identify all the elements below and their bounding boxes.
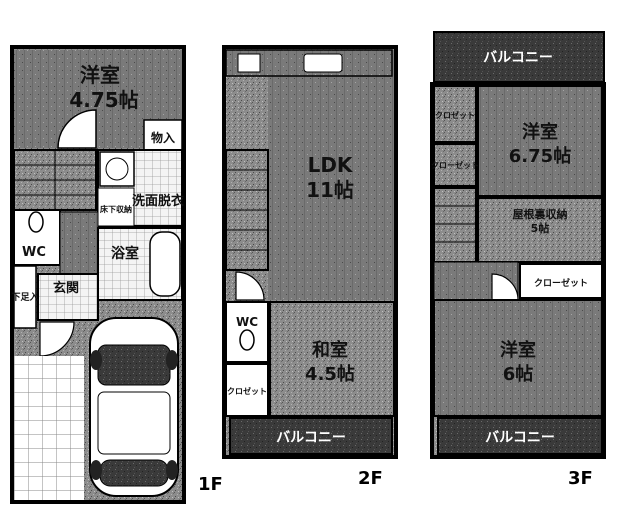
f1-tile-path [14,356,84,500]
f2-wc-label: WC [236,315,258,329]
floor-2f: LDK 11帖 WC クロゼット 和室 4.5帖 バルコニー 2F [222,45,398,489]
f1-entry-door [39,321,75,357]
f1-bath-label: 浴室 [111,245,139,262]
f2-closet-label: クロゼット [227,386,267,396]
f3-stairs [433,187,477,263]
f1-bedroom-door [57,109,97,149]
f3-closet-b [433,143,477,187]
f1-washer [99,151,135,187]
f3-attic-size: 5帖 [531,221,550,235]
f1-storage-label: 物入 [151,130,175,145]
f3-attic [477,197,603,263]
f1-floor-label: 1F [198,474,223,495]
stove-icon [237,53,261,73]
f1-shoe-label: 下足入 [11,292,38,303]
f3-closet-a [433,85,477,143]
f3-attic-name: 屋根裏収納 [513,207,568,221]
f3-balcony-bottom-label: バルコニー [485,430,555,446]
f3-bedroom1-name: 洋室 [522,121,558,143]
f1-underfloor-label: 床下収納 [100,204,132,214]
f3-hall-door [491,273,519,301]
f2-ldk-door [235,271,265,301]
f3-balcony-top [433,31,605,83]
f2-washitsu-size: 4.5帖 [305,363,355,385]
f3-closet-c-label: クローゼット [534,277,588,289]
f1-stairs [13,149,97,211]
f3-bedroom1-size: 6.75帖 [509,145,571,167]
sink-icon [303,53,343,73]
f2-ldk-size: 11帖 [306,178,354,202]
f3-bedroom2 [433,299,603,417]
f2-ldk-name: LDK [308,153,354,177]
floor-1f: 洋室 4.75帖 物入 洗面脱衣 床下収納 WC 浴室 玄関 下足入 1F [10,45,223,504]
f3-closet-b-label: クローゼット [431,160,479,170]
f3-closet-a-label: クロゼット [435,110,475,120]
f1-toilet [28,211,44,233]
f3-balcony-top-label: バルコニー [483,50,553,66]
f1-underfloor [97,187,135,227]
f2-ldk [268,50,394,300]
f3-floor-label: 3F [568,468,593,489]
f2-toilet [239,329,255,351]
f3-bedroom1 [477,85,603,197]
f1-washroom-label: 洗面脱衣 [132,193,184,209]
f2-closet [225,363,269,417]
f2-washitsu-name: 和室 [312,339,348,361]
f1-entrance-label: 玄関 [53,280,79,296]
f3-closet-c [519,263,603,299]
car-icon [89,317,179,497]
f1-shoe [13,265,37,329]
f2-floor-label: 2F [358,468,383,489]
f2-balcony [229,417,393,455]
f1-entrance [37,273,99,321]
f3-balcony-bottom [437,417,603,455]
f1-bedroom-size: 4.75帖 [69,88,138,112]
f1-hall [59,211,99,275]
floor-3f: バルコニー クロゼット クローゼット 洋室 6.75帖 屋根裏収納 5帖 クロー… [430,31,606,489]
f2-stairs [225,149,269,271]
f2-balcony-label: バルコニー [276,430,346,446]
f3-bedroom2-name: 洋室 [500,339,536,361]
f2-washitsu [269,301,395,417]
f1-bathtub [149,231,181,297]
f1-wc-label: WC [22,245,46,260]
f3-bedroom2-size: 6帖 [503,363,534,385]
f1-bedroom-name: 洋室 [80,63,120,87]
